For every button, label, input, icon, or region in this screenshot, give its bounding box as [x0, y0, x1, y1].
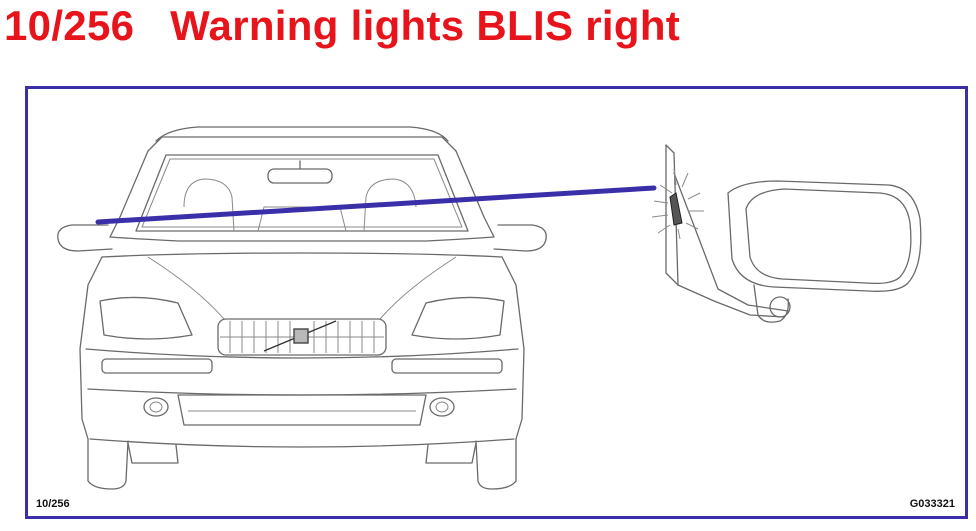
side-mirror-illustration: [651, 144, 922, 323]
diagram-frame: 10/256 G033321: [25, 86, 968, 519]
grille-bars: [220, 320, 384, 353]
car-front-illustration: [57, 126, 547, 490]
figure-ref-left: 10/256: [36, 498, 70, 510]
indicator-line: [95, 185, 657, 225]
diagram-canvas: [57, 126, 922, 490]
figure-ref-right: G033321: [909, 498, 955, 510]
page-title: 10/256 Warning lights BLIS right: [4, 2, 681, 49]
warning-light-icon: [651, 168, 704, 240]
